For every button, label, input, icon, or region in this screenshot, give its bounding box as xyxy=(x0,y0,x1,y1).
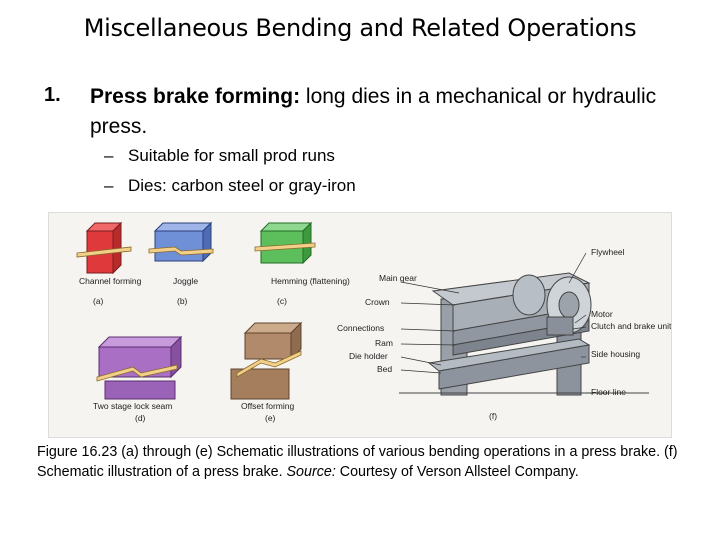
sub-bullet: –Dies: carbon steel or gray-iron xyxy=(104,176,356,196)
caption-text: Figure 16.23 (a) through (e) Schematic i… xyxy=(37,444,678,480)
press-label: Main gear xyxy=(379,273,417,283)
channel-forming-illustration xyxy=(76,221,132,275)
sub-bullet-dash: – xyxy=(104,176,114,195)
op-tag: (a) xyxy=(93,296,104,306)
sub-bullet-text: Suitable for small prod runs xyxy=(128,146,335,165)
op-label: Channel forming xyxy=(79,276,142,286)
sub-bullet-text: Dies: carbon steel or gray-iron xyxy=(128,176,356,195)
caption-source-text: Courtesy of Verson Allsteel Company. xyxy=(335,464,579,480)
op-tag: (c) xyxy=(277,296,287,306)
op-tag: (d) xyxy=(135,413,146,423)
figure-caption: Figure 16.23 (a) through (e) Schematic i… xyxy=(37,442,697,482)
joggle-illustration xyxy=(148,221,214,263)
main-bullet-text: long dies in a mechanical or hydraulic p… xyxy=(90,85,657,138)
press-label: Ram xyxy=(375,338,393,348)
main-bullet-lead: Press brake forming: xyxy=(90,85,301,108)
op-label: Hemming (flattening) xyxy=(271,276,350,286)
press-brake-illustration xyxy=(399,252,649,396)
item-number: 1. xyxy=(44,84,61,106)
press-label: Bed xyxy=(377,364,392,374)
press-label: Die holder xyxy=(349,351,388,361)
offset-forming-illustration xyxy=(230,321,303,400)
op-tag: (b) xyxy=(177,296,188,306)
slide-title: Miscellaneous Bending and Related Operat… xyxy=(83,14,637,42)
lock-seam-illustration xyxy=(96,335,183,400)
sub-bullet-dash: – xyxy=(104,146,114,165)
press-tag: (f) xyxy=(489,411,497,421)
op-label: Joggle xyxy=(173,276,198,286)
main-bullet: Press brake forming: long dies in a mech… xyxy=(90,82,680,142)
press-label: Clutch and brake unit xyxy=(591,321,671,331)
press-label: Flywheel xyxy=(591,247,625,257)
press-brake-figure: Channel forming (a) Joggle (b) Hemming (… xyxy=(48,212,672,438)
op-label: Two stage lock seam xyxy=(93,401,172,411)
press-label: Connections xyxy=(337,323,384,333)
figure-illustration: Channel forming (a) Joggle (b) Hemming (… xyxy=(76,221,671,423)
press-label: Crown xyxy=(365,297,390,307)
press-label: Floor line xyxy=(591,387,626,397)
press-label: Motor xyxy=(591,309,613,319)
hemming-illustration xyxy=(254,221,316,265)
op-tag: (e) xyxy=(265,413,276,423)
sub-bullet: –Suitable for small prod runs xyxy=(104,146,335,166)
press-label: Side housing xyxy=(591,349,640,359)
op-label: Offset forming xyxy=(241,401,294,411)
caption-source-label: Source: xyxy=(286,464,336,480)
